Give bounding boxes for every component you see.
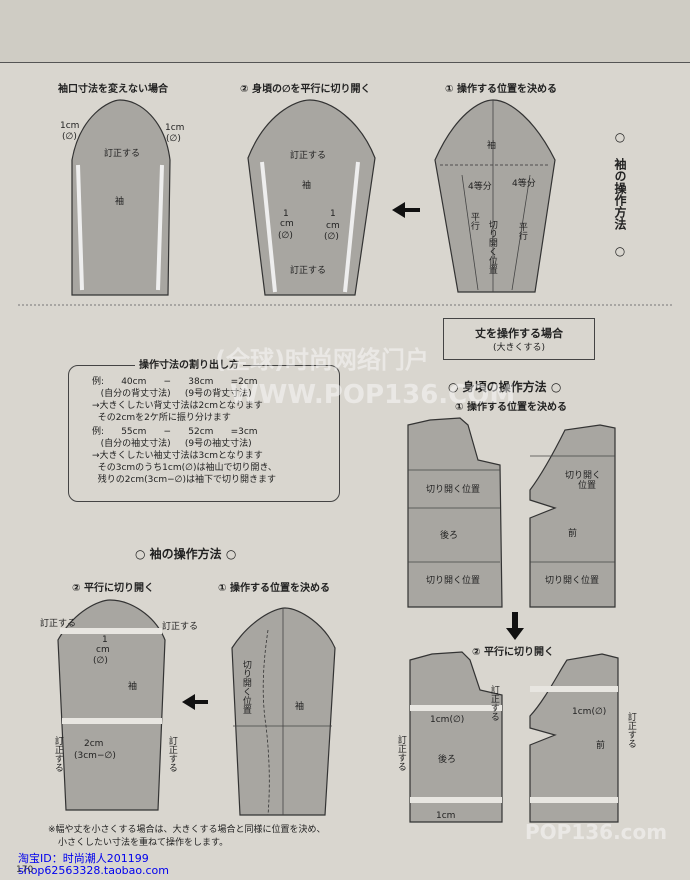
- front-cut1b: 位置: [578, 481, 597, 491]
- p2-left-b: cm: [280, 219, 294, 229]
- sb-2cm: 2cm: [84, 739, 104, 749]
- front2-1cm: 1cm(∅): [572, 707, 607, 717]
- sb-cm: cm: [96, 645, 110, 655]
- correct-v1: 訂正する: [395, 735, 406, 771]
- back2-label: 後ろ: [438, 755, 457, 765]
- arrow-down: [506, 612, 524, 640]
- sleeve-piece-bottom-2: [57, 599, 166, 811]
- front2-label: 前: [596, 741, 606, 751]
- correct-v2: 訂正する: [488, 685, 499, 721]
- sleeve-piece-bottom-1: [231, 607, 336, 816]
- calc-line: (自分の背丈寸法) (9号の背丈寸法): [92, 389, 252, 399]
- p2-left-a: 1: [283, 209, 289, 219]
- bodice-step2: ② 平行に切り開く: [472, 647, 554, 658]
- sb-correct-vr: 訂正する: [166, 736, 177, 772]
- sleeve-bottom-title: ○ 袖の操作方法 ○: [135, 547, 237, 561]
- sb-correct-tl: 訂正する: [40, 619, 77, 629]
- length-header-line1: 丈を操作する場合: [475, 327, 563, 340]
- back-cut2: 切り開く位置: [426, 576, 481, 586]
- cut-line-2l: [260, 161, 277, 293]
- note-line-2: 小さくしたい寸法を重ねて操作をします。: [58, 838, 229, 848]
- back2-1cm-top: 1cm(∅): [430, 715, 465, 725]
- top-strip: [0, 0, 690, 63]
- p1-right-sym: (∅): [166, 134, 181, 144]
- sleeve-piece-3: [434, 99, 556, 293]
- sb-sleeve: 袖: [128, 682, 138, 692]
- sleeve-bottom-step2: ② 平行に切り開く: [72, 583, 154, 594]
- sleeve-bottom-step1: ① 操作する位置を決める: [218, 583, 330, 594]
- back-label: 後ろ: [440, 531, 459, 541]
- p1-left-1cm: 1cm: [60, 121, 80, 131]
- bodice-front-2: [529, 653, 619, 823]
- note-line-1: ※幅や丈を小さくする場合は、大きくする場合と同様に位置を決め、: [48, 825, 326, 835]
- p1-correct: 訂正する: [104, 149, 141, 159]
- bodice-back-2: [409, 651, 503, 823]
- calc-line: →大きくしたい背丈寸法は2cmとなります: [92, 401, 263, 411]
- p1-left-sym: (∅): [62, 132, 77, 142]
- bodice-front-1: [529, 424, 616, 608]
- sb-correct-vl: 訂正する: [52, 736, 63, 772]
- cut-line-left: [76, 164, 84, 291]
- front-label: 前: [568, 529, 578, 539]
- top-title-3: ① 操作する位置を決める: [445, 84, 557, 95]
- watermark-url: WWW.POP136.COM: [230, 380, 516, 410]
- sb-sleeve-right: 袖: [295, 702, 305, 712]
- page-number: 170: [16, 865, 34, 875]
- front-cut1a: 切り開く: [565, 471, 602, 481]
- p3-sleeve: 袖: [487, 141, 497, 151]
- calc-line: (自分の袖丈寸法) (9号の袖丈寸法): [92, 439, 252, 449]
- p2-left-c: (∅): [278, 231, 293, 241]
- calc-line: 残りの2cm(3cm−∅)は袖下で切り開きます: [92, 475, 277, 485]
- p3-parallel-right: 平行: [516, 222, 527, 240]
- watermark-cn: (全球)时尚网络门户: [215, 346, 429, 374]
- p3-parallel-left: 平行: [468, 212, 479, 230]
- sleeve-piece-2: [247, 99, 376, 296]
- bodice-step1: ① 操作する位置を決める: [455, 402, 567, 413]
- length-header-line2: (大きくする): [492, 343, 546, 353]
- sb-3cm: (3cm−∅): [74, 751, 116, 761]
- calc-line: その3cmのうち1cm(∅)は袖山で切り開き、: [92, 463, 277, 473]
- p2-right-a: 1: [330, 209, 336, 219]
- sb-cut-position: 切り開く位置: [240, 660, 251, 714]
- sleeve-piece-1: [71, 99, 171, 296]
- front-cut2: 切り開く位置: [545, 576, 600, 586]
- bodice-back-1: [407, 417, 503, 608]
- p3-cut-position: 切り開く位置: [486, 220, 497, 274]
- sb-correct-tr: 訂正する: [162, 622, 199, 632]
- top-title-2: ② 身頃の∅を平行に切り開く: [240, 84, 371, 95]
- calc-lines: 例: 40cm − 38cm =2cm (自分の背丈寸法) (9号の背丈寸法) …: [92, 377, 277, 488]
- bodice-title: ○ 身頃の操作方法 ○: [448, 380, 562, 394]
- p1-right-1cm: 1cm: [165, 123, 185, 133]
- p2-sleeve: 袖: [302, 181, 312, 191]
- calc-line: 例: 55cm − 52cm =3cm: [92, 427, 258, 437]
- length-header-box: 丈を操作する場合 (大きくする): [443, 318, 595, 360]
- calc-line: 例: 40cm − 38cm =2cm: [92, 377, 258, 387]
- cut-line-2r: [343, 161, 360, 293]
- p3-div-left: 4等分: [468, 182, 492, 192]
- top-title-1: 袖口寸法を変えない場合: [58, 84, 168, 95]
- back2-1cm-bottom: 1cm: [436, 811, 456, 821]
- p2-correct-top: 訂正する: [290, 151, 327, 161]
- p1-sleeve: 袖: [115, 197, 125, 207]
- watermark-bottom: POP136.com: [525, 820, 668, 844]
- p3-div-right: 4等分: [512, 179, 536, 189]
- calc-line: その2cmを2ケ所に振り分けます: [92, 413, 231, 423]
- arrow-left: [392, 202, 420, 218]
- top-side-label: ○ 袖の操作方法 ○: [613, 130, 627, 258]
- correct-v3: 訂正する: [625, 712, 636, 748]
- footer-taobao-id[interactable]: 淘宝ID：时尚潮人201199: [18, 852, 149, 865]
- back-cut1: 切り開く位置: [426, 485, 481, 495]
- sb-1: 1: [102, 635, 108, 645]
- arrow-left-2: [182, 694, 208, 710]
- cut-line-right: [156, 164, 164, 291]
- calc-box: [68, 365, 340, 502]
- calc-box-title: 操作寸法の割り出し方: [135, 360, 243, 371]
- p2-right-b: cm: [326, 221, 340, 231]
- footer-shop-url[interactable]: shop62563328.taobao.com: [18, 864, 169, 877]
- sb-sym: (∅): [93, 656, 108, 666]
- p2-right-c: (∅): [324, 232, 339, 242]
- p2-correct-bottom: 訂正する: [290, 266, 327, 276]
- calc-line: →大きくしたい袖丈寸法は3cmとなります: [92, 451, 263, 461]
